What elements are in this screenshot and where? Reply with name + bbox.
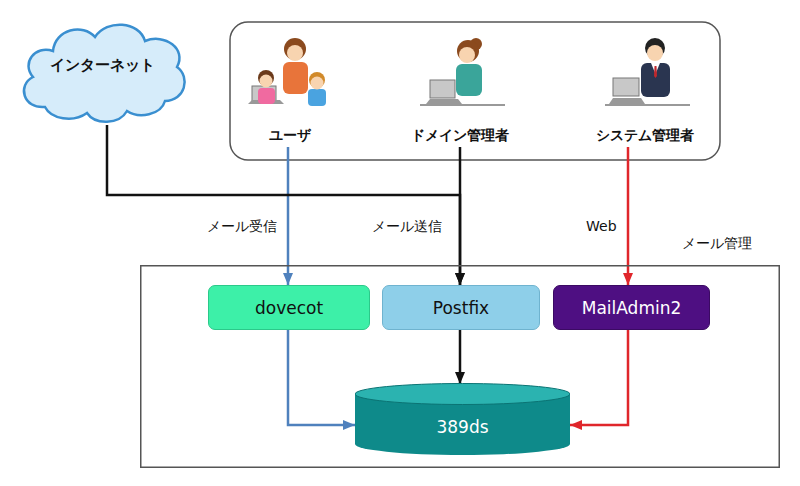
user-role: システム管理者: [585, 125, 705, 147]
service-box: MailAdmin2: [553, 285, 710, 330]
edge-label: メール送信: [370, 218, 444, 236]
node-label: MailAdmin2: [582, 298, 682, 318]
server-box: メール管理dovecotPostfixMailAdmin2389ds: [140, 265, 780, 468]
connector-arrow: [459, 330, 462, 384]
node-label: Postfix: [433, 298, 489, 318]
connector-arrow: [459, 147, 462, 285]
system-admin-figure: [605, 38, 690, 105]
node-label: 389ds: [436, 417, 488, 437]
database-cylinder: 389ds: [355, 383, 570, 455]
edge-label: Web: [584, 218, 619, 234]
connector-arrow: [627, 147, 630, 285]
node-label: ドメイン管理者: [411, 127, 509, 145]
edge-label: メール受信: [205, 218, 279, 236]
node-label: インターネット: [50, 56, 155, 75]
service-box: Postfix: [382, 285, 540, 330]
node-label: dovecot: [255, 298, 323, 318]
connector-arrow: [287, 147, 290, 285]
user-role: ドメイン管理者: [400, 125, 520, 147]
node-label: ユーザ: [269, 127, 311, 145]
user-figure: [248, 38, 326, 106]
user-role: ユーザ: [230, 125, 350, 147]
node-label: システム管理者: [596, 127, 694, 145]
connector-arrow: [288, 330, 355, 425]
connector-arrow: [107, 125, 460, 285]
connector-arrow: [570, 330, 628, 425]
service-box: dovecot: [208, 285, 370, 330]
group-heading: メール管理: [682, 235, 752, 253]
internet-cloud: インターネット: [15, 15, 190, 125]
user-group-box: [230, 22, 720, 160]
domain-admin-figure: [420, 38, 505, 105]
